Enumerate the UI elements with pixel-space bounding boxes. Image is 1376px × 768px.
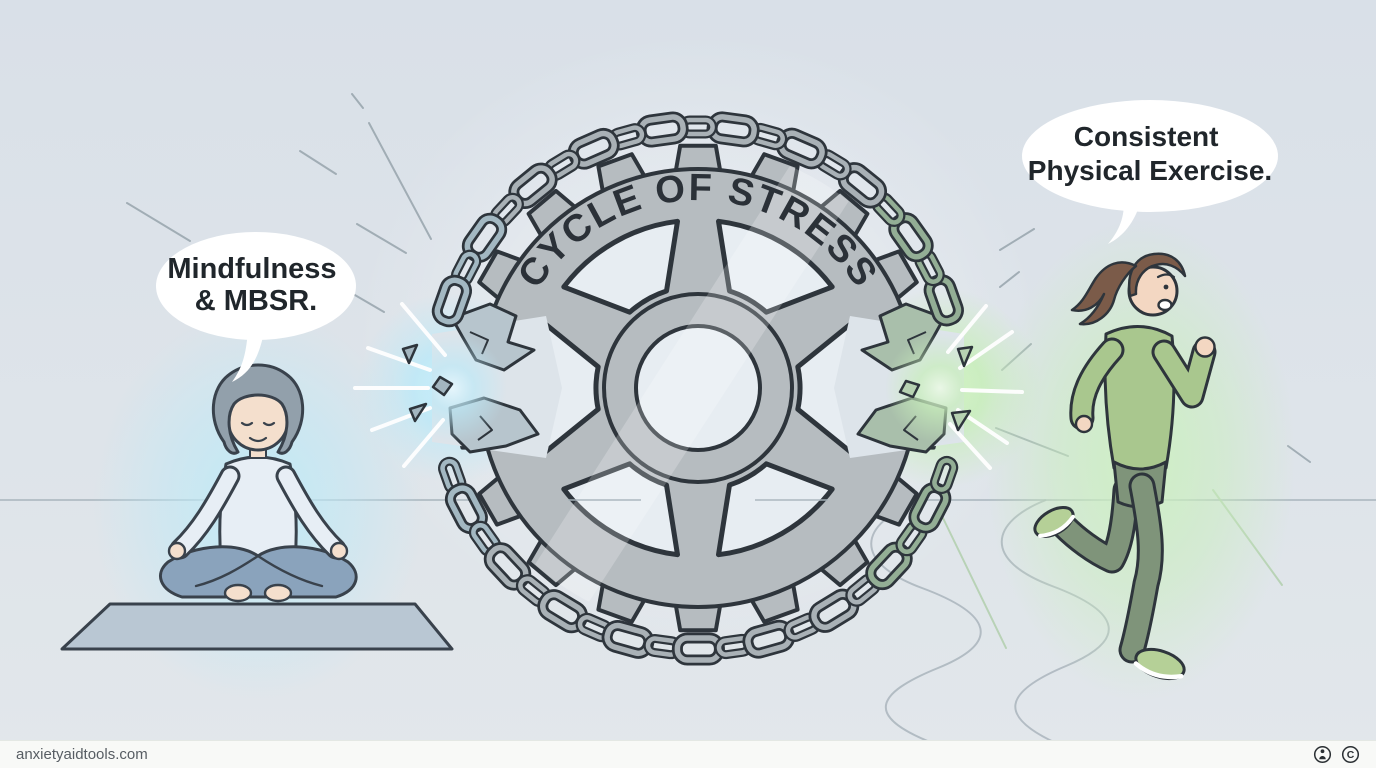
runner-hair: [1127, 252, 1187, 298]
copyright-icon: C: [1341, 745, 1360, 764]
runner-front-arm: [1154, 342, 1214, 406]
left-break-flash: [397, 333, 507, 443]
right-shards: [898, 345, 974, 432]
speech-bubble-right-tail: [1108, 202, 1140, 244]
footer-bar: anxietyaidtools.com C: [0, 740, 1376, 768]
runner-back-leg: [1053, 479, 1137, 571]
right-bubble-line1: Consistent: [1074, 121, 1219, 152]
license-badges: C: [1313, 745, 1360, 764]
meditator-smile: [248, 436, 268, 443]
ray-lines-left: [126, 93, 432, 313]
svg-text:C: C: [1347, 750, 1355, 761]
runner-smile: [1157, 298, 1173, 312]
svg-text:Consistent Physical Exer: Consistent Physical Exercise.: [1028, 121, 1272, 186]
website-label: anxietyaidtools.com: [16, 746, 148, 763]
left-shards: [401, 343, 454, 423]
runner-eye: [1163, 284, 1169, 290]
runner-back-arm: [1072, 340, 1122, 428]
meditator-crossed-legs: [158, 545, 358, 599]
meditator-closed-eyes: [240, 421, 276, 427]
gear-light-streak: [520, 150, 856, 628]
meditator-foot: [223, 583, 253, 603]
meditator-left-arm: [172, 468, 238, 557]
meditator-right-arm: [278, 468, 344, 557]
gear-chain: [431, 111, 964, 666]
runner-front-shoe: [1133, 647, 1186, 681]
meditator-hand: [329, 541, 349, 561]
meditating-woman-figure: [60, 363, 454, 651]
right-burst-rays: [946, 304, 1024, 470]
speech-bubble-left-tail: [232, 330, 264, 382]
running-woman-figure: [1033, 252, 1217, 681]
left-bubble-line1: Mindfulness: [167, 253, 336, 285]
gear-hub-hole: [634, 324, 762, 452]
runner-back-shoe: [1033, 506, 1075, 538]
left-bubble-line2: & MBSR.: [195, 285, 317, 317]
runner-ponytail: [1070, 261, 1138, 326]
speech-bubble-right: Consistent Physical Exercise.: [1022, 100, 1278, 244]
runner-front-leg: [1121, 475, 1161, 661]
runner-fist: [1194, 336, 1216, 358]
speech-bubble-left: Mindfulness & MBSR.: [156, 232, 356, 382]
yoga-mat: [60, 602, 454, 651]
runner-back-hand: [1074, 414, 1094, 434]
meditator-hair: [211, 363, 305, 455]
meditator-foot: [263, 583, 293, 603]
attribution-icon: [1313, 745, 1332, 764]
right-bubble-line2: Physical Exercise.: [1028, 155, 1272, 186]
meditator-hand: [167, 541, 187, 561]
svg-text:Mindfulness & MBSR.: Mindfulness & MBSR.: [167, 253, 344, 317]
